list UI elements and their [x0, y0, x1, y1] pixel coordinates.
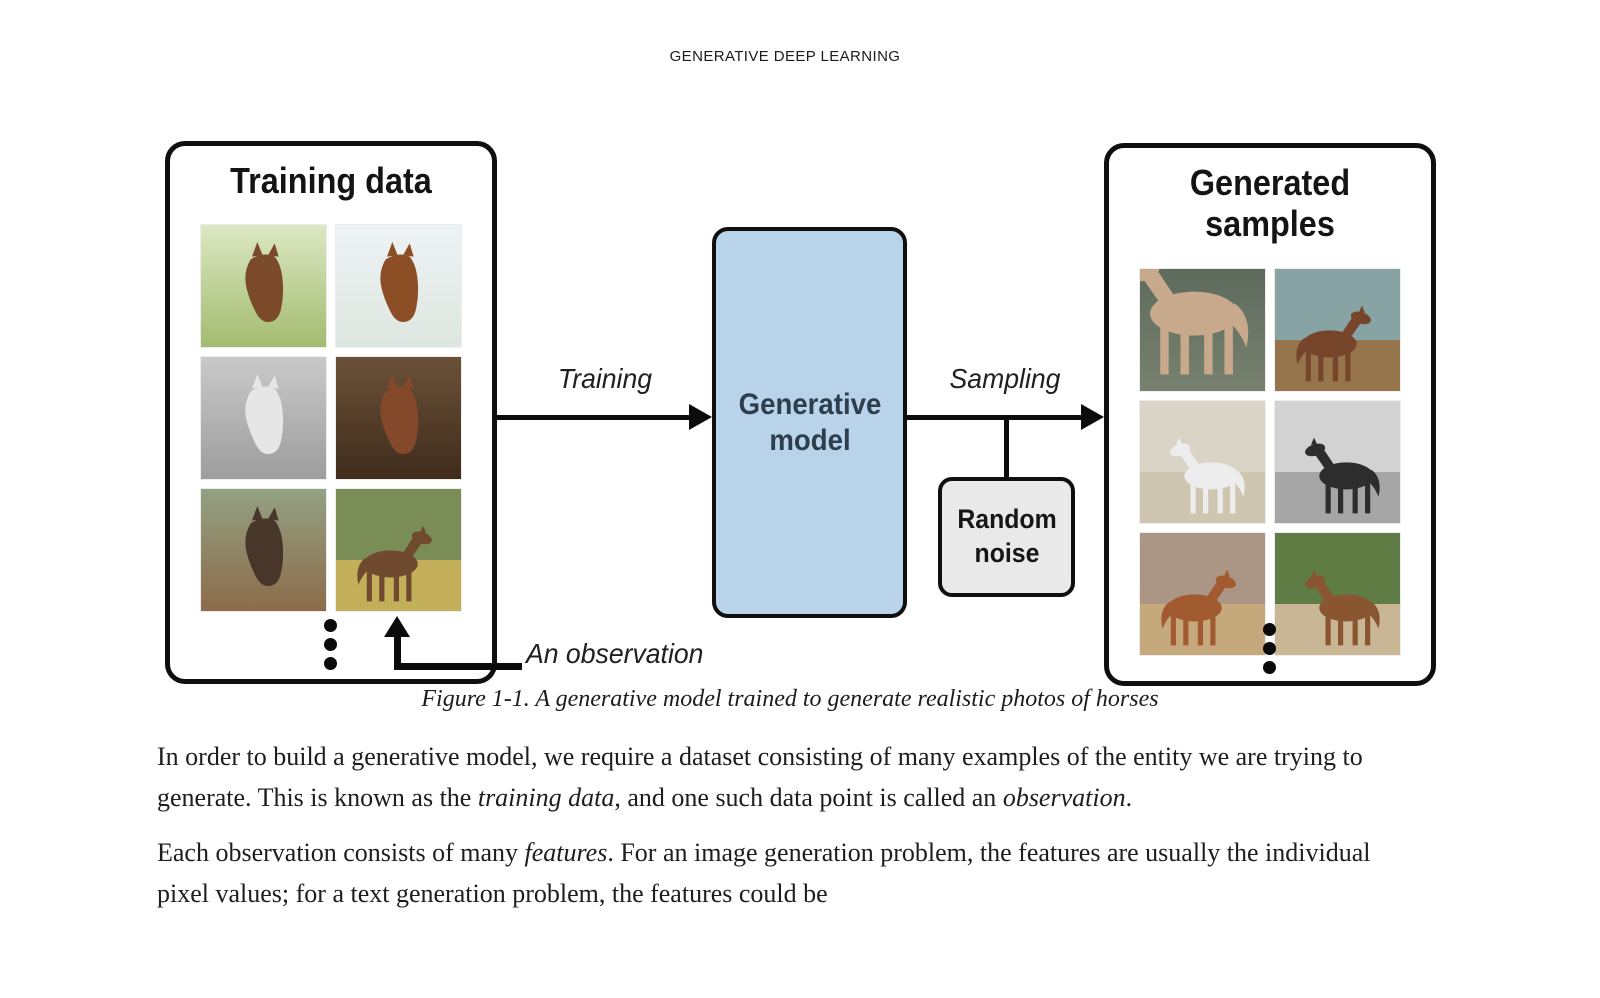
- body-paragraph: In order to build a generative model, we…: [157, 742, 1363, 813]
- horse-photo: [336, 225, 461, 348]
- random-noise-label: Random noise: [956, 504, 1057, 568]
- running-head: GENERATIVE DEEP LEARNING: [669, 48, 901, 65]
- training-ellipsis-dots: [324, 619, 337, 670]
- generative-model-label: Generative model: [738, 387, 881, 457]
- generated-image-grid: [1140, 268, 1400, 655]
- training-arrow-line: [497, 415, 690, 420]
- body-paragraph: Each observation consists of many featur…: [157, 837, 1371, 908]
- horse-silhouette-icon: [224, 370, 304, 466]
- horse-photo: [1140, 532, 1265, 655]
- horse-silhouette-icon: [1286, 304, 1390, 388]
- training-arrow-label: Training: [557, 363, 653, 394]
- noise-connector-line: [1004, 417, 1009, 477]
- horse-silhouette-icon: [1140, 269, 1265, 391]
- figure-caption: Figure 1-1. A generative model trained t…: [421, 686, 1159, 712]
- generated-samples-panel: Generated samples: [1104, 143, 1436, 686]
- horse-photo: [201, 225, 326, 348]
- horse-photo: [1275, 532, 1400, 655]
- observation-arrow-head-icon: [384, 616, 410, 637]
- training-image-grid: [201, 225, 461, 612]
- horse-photo: [1275, 400, 1400, 523]
- article-body: In order to build a generative model, we…: [157, 736, 1392, 927]
- training-panel-title: Training data: [230, 160, 432, 201]
- horse-photo: [336, 357, 461, 480]
- training-arrow-head-icon: [689, 404, 712, 430]
- horse-silhouette-icon: [1151, 436, 1255, 520]
- horse-silhouette-icon: [347, 524, 451, 608]
- horse-photo: [1140, 400, 1265, 523]
- sampling-arrow-label: Sampling: [949, 363, 1061, 394]
- horse-silhouette-icon: [1151, 568, 1255, 652]
- horse-silhouette-icon: [1286, 568, 1390, 652]
- horse-silhouette-icon: [359, 370, 439, 466]
- sampling-arrow-head-icon: [1081, 404, 1104, 430]
- observation-label: An observation: [526, 638, 704, 669]
- observation-arrow-vline: [394, 635, 401, 667]
- horse-silhouette-icon: [1286, 436, 1390, 520]
- random-noise-box: Random noise: [938, 477, 1075, 597]
- training-data-panel: Training data: [165, 141, 497, 684]
- horse-silhouette-icon: [359, 238, 439, 334]
- generative-model-box: Generative model: [712, 227, 907, 618]
- horse-photo: [201, 489, 326, 612]
- horse-silhouette-icon: [224, 502, 304, 598]
- horse-photo: [1275, 268, 1400, 391]
- horse-photo: [201, 357, 326, 480]
- generated-ellipsis-dots: [1263, 623, 1276, 674]
- sampling-arrow-line: [907, 415, 1082, 420]
- horse-photo: [1140, 268, 1265, 391]
- observation-arrow-hline: [394, 663, 522, 670]
- horse-photo: [336, 489, 461, 612]
- horse-silhouette-icon: [224, 238, 304, 334]
- generated-panel-title: Generated samples: [1189, 162, 1351, 245]
